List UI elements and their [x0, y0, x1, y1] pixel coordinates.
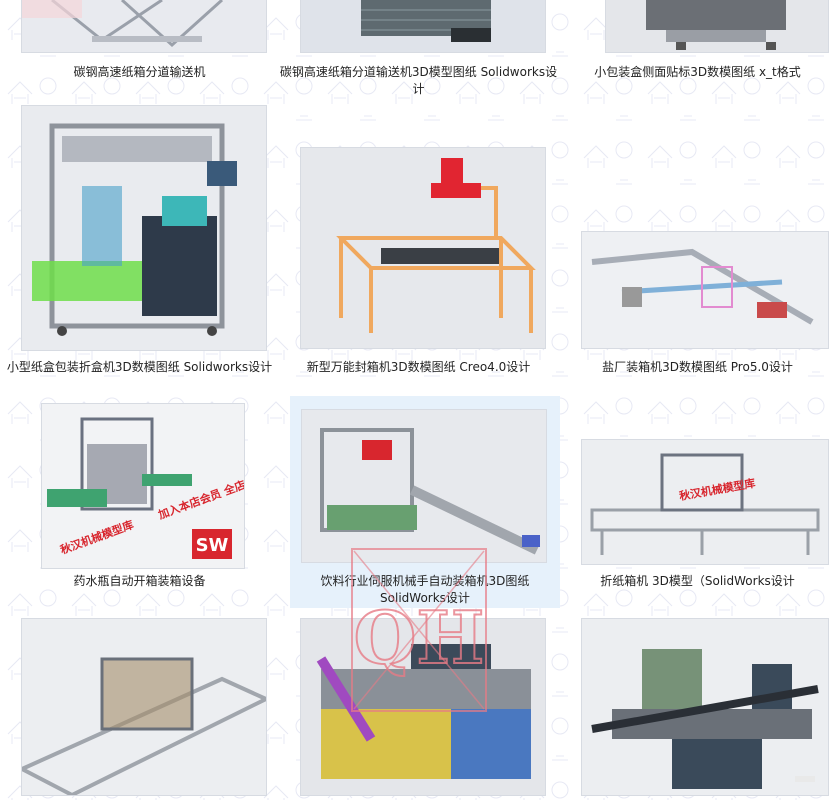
product-card[interactable]: 小包装盒侧面贴标3D数模图纸 x_t格式 — [558, 0, 837, 100]
sw-badge: SW — [196, 535, 229, 556]
product-title[interactable]: 折纸箱机 3D模型（SolidWorks设计 — [600, 574, 795, 588]
carton-folding-machine-image: 秋汉机械模型库 — [582, 440, 828, 564]
case-erector-image — [22, 619, 266, 795]
salt-factory-case-packer-image — [582, 232, 828, 348]
product-thumbnail[interactable] — [22, 0, 266, 52]
product-thumbnail[interactable] — [301, 0, 545, 52]
product-card[interactable]: 盐厂装箱机3D数模图纸 Pro5.0设计 — [558, 100, 837, 400]
product-thumbnail[interactable] — [582, 619, 828, 795]
product-thumbnail[interactable] — [22, 619, 266, 795]
product-thumbnail[interactable] — [22, 106, 266, 350]
product-title[interactable]: 小包装盒侧面贴标3D数模图纸 x_t格式 — [594, 65, 801, 79]
labeling-machine-image — [582, 619, 828, 795]
box-folding-machine-image — [22, 106, 266, 350]
product-thumbnail[interactable] — [606, 0, 828, 52]
product-thumbnail[interactable]: 秋汉机械模型库 — [582, 440, 828, 564]
product-title[interactable]: 小型纸盒包装折盒机3D数模图纸 Solidworks设计 — [6, 360, 273, 374]
product-title[interactable]: 碳钢高速纸箱分道输送机 — [73, 65, 206, 79]
product-title[interactable]: 盐厂装箱机3D数模图纸 Pro5.0设计 — [602, 360, 793, 374]
more-icon[interactable] — [795, 776, 815, 782]
product-title[interactable]: 药水瓶自动开箱装箱设备 — [73, 574, 206, 588]
product-card[interactable] — [279, 615, 558, 800]
product-card[interactable]: SW 加入本店会员 全店免费下载 秋汉机械模型库 药水瓶自动开箱装箱设备 — [0, 400, 279, 615]
product-card[interactable]: 新型万能封箱机3D数模图纸 Creo4.0设计 — [279, 100, 558, 400]
product-card[interactable]: 秋汉机械模型库 折纸箱机 3D模型（SolidWorks设计 — [558, 400, 837, 615]
product-thumbnail[interactable] — [302, 410, 546, 562]
product-card-hovered[interactable]: 饮料行业伺服机械手自动装箱机3D图纸 SolidWorks设计 — [290, 396, 560, 608]
product-card[interactable] — [0, 615, 279, 800]
product-thumbnail[interactable] — [582, 232, 828, 348]
conveyor-3d-image — [301, 0, 545, 52]
product-title[interactable]: 饮料行业伺服机械手自动装箱机3D图纸 SolidWorks设计 — [320, 574, 530, 605]
product-card[interactable] — [558, 615, 837, 800]
case-sealer-image — [301, 148, 545, 348]
product-card[interactable]: 碳钢高速纸箱分道输送机 — [0, 0, 279, 100]
box-labeler-image — [606, 0, 828, 52]
vial-case-packer-image: SW 加入本店会员 全店免费下载 秋汉机械模型库 — [42, 404, 244, 568]
beverage-robot-case-packer-image — [302, 410, 546, 562]
carbon-steel-conveyor-image — [22, 0, 266, 52]
product-title[interactable]: 新型万能封箱机3D数模图纸 Creo4.0设计 — [306, 360, 531, 374]
product-thumbnail[interactable] — [301, 619, 545, 795]
product-thumbnail[interactable]: SW 加入本店会员 全店免费下载 秋汉机械模型库 — [42, 404, 244, 568]
bottle-packing-line-image — [301, 619, 545, 795]
product-card[interactable]: 小型纸盒包装折盒机3D数模图纸 Solidworks设计 — [0, 100, 279, 400]
product-title[interactable]: 碳钢高速纸箱分道输送机3D模型图纸 Solidworks设计 — [279, 65, 558, 96]
product-thumbnail[interactable] — [301, 148, 545, 348]
product-card[interactable]: 碳钢高速纸箱分道输送机3D模型图纸 Solidworks设计 — [279, 0, 558, 100]
